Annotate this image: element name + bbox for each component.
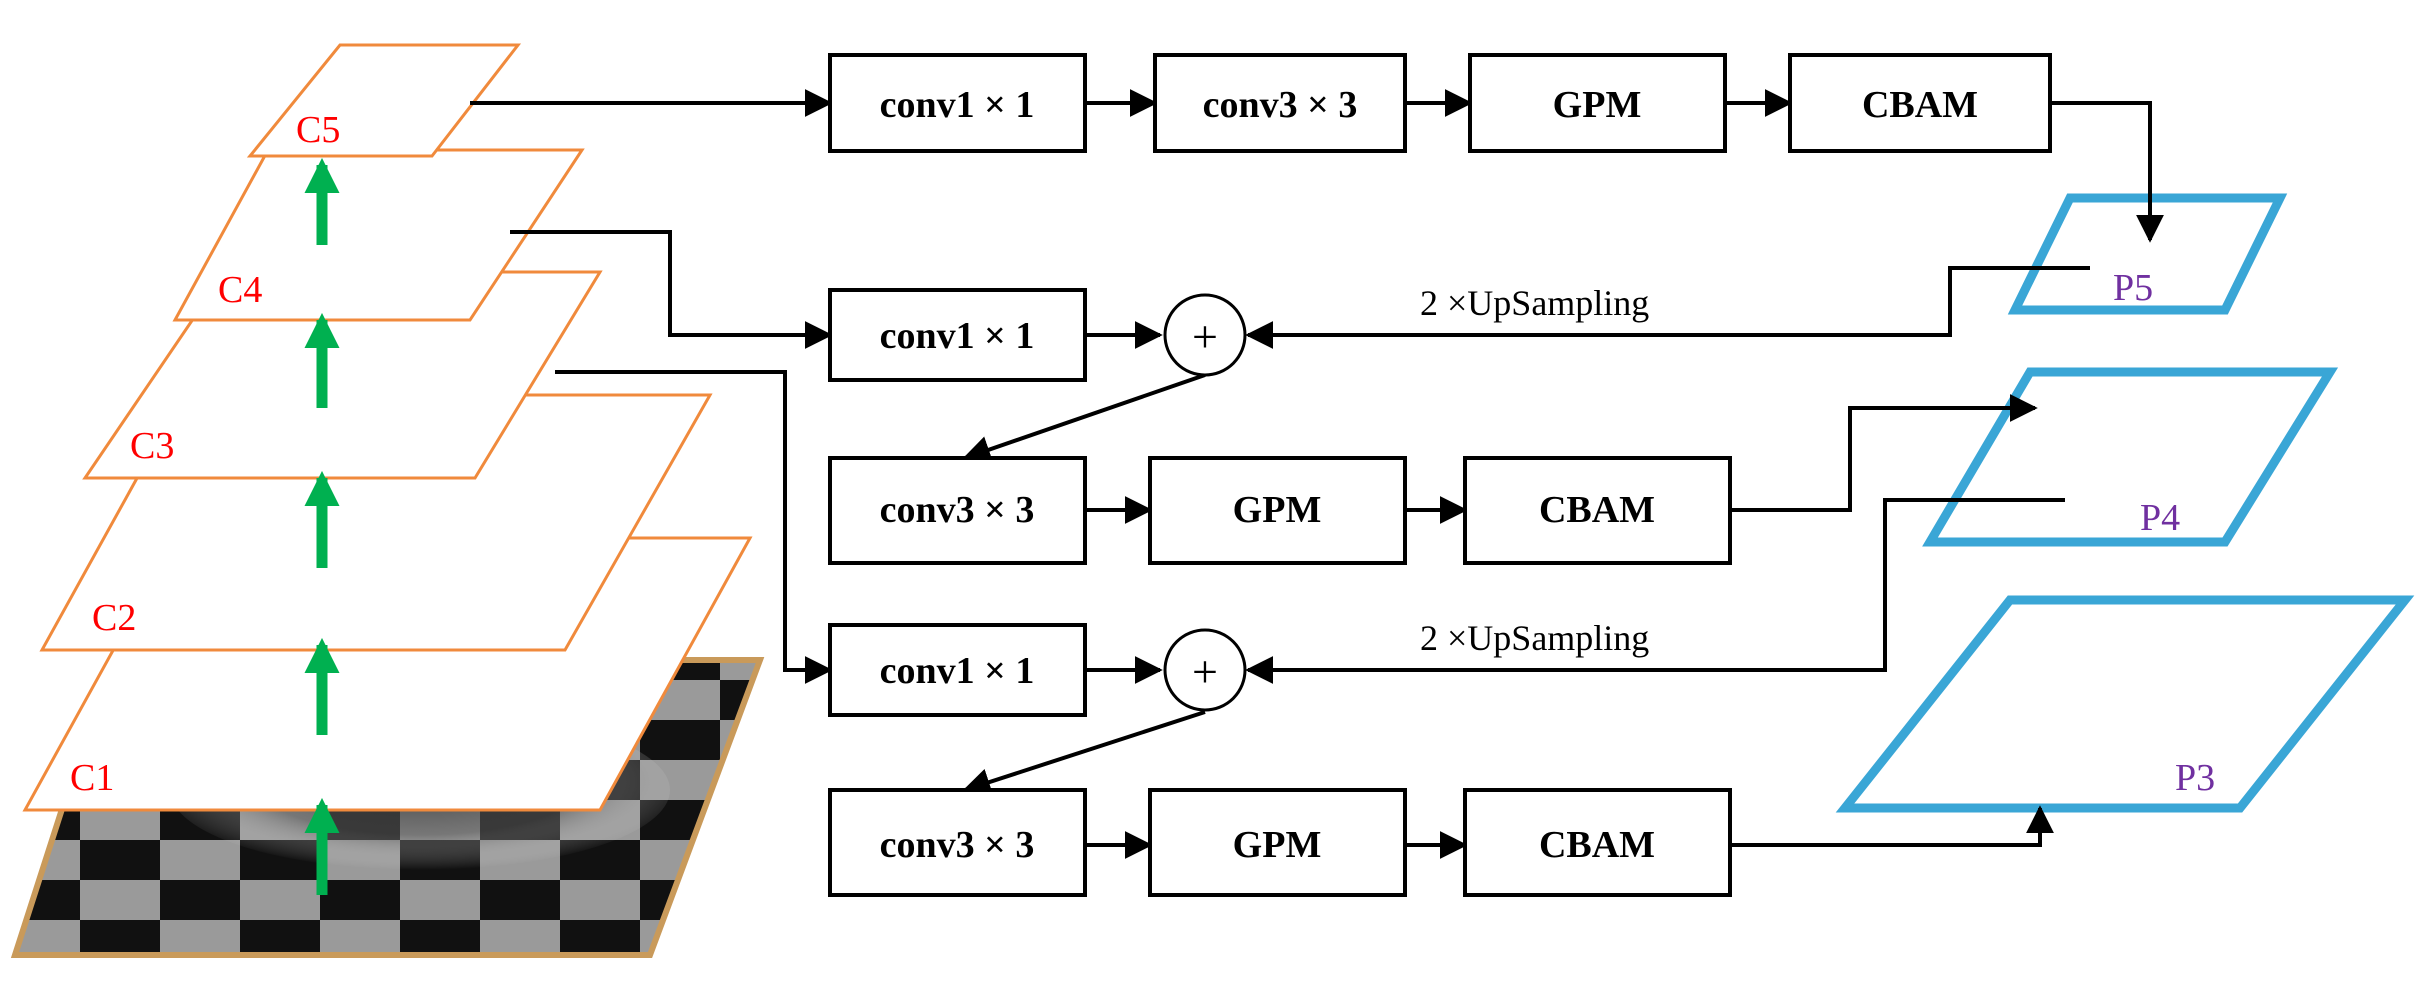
row1-cbam-box [1788,53,2052,153]
link-cbam5-p3 [1730,805,2054,847]
row4-conv1x1-box [828,623,1087,717]
link-add1-conv3 [962,373,1206,463]
backbone-planes: C1 C2 C3 C4 C5 [22,43,753,812]
upsampling-label-2: 2 ×UpSampling [1420,618,1649,658]
output-plane-p3 [1835,595,2415,813]
row5-blocks: conv3 × 3 GPM CBAM [828,788,1732,897]
link-c3-conv1 [555,370,833,684]
row1-conv3x3-label: conv3 × 3 [1203,84,1358,126]
row1-blocks: conv1 × 1 conv3 × 3 GPM CBAM [828,53,2052,153]
row1-gpm-box [1468,53,1727,153]
row2-conv1x1-box [828,288,1087,382]
output-pyramid: P5 P4 P3 [1835,193,2415,813]
row5-cbam-label: CBAM [1539,824,1655,866]
row3-conv3x3-box [828,456,1087,565]
row1-conv1x1-box [828,53,1087,153]
backbone-label-c3: C3 [130,425,174,467]
adder-2-symbol: + [1192,646,1218,697]
backbone-label-c2: C2 [92,597,136,639]
row2-conv1x1-label: conv1 × 1 [880,315,1035,357]
row3-blocks: conv3 × 3 GPM CBAM [828,456,1732,565]
row1-cbam-label: CBAM [1862,84,1978,126]
row4-blocks: conv1 × 1 + 2 ×UpSampling [828,618,1649,717]
backbone-plane-c5 [246,43,522,158]
row3-cbam-label: CBAM [1539,489,1655,531]
output-label-p5: P5 [2113,267,2153,309]
row5-conv3x3-box [828,788,1087,897]
output-plane-p4 [1922,367,2339,547]
link-p5-add1 [1245,266,2090,349]
backbone-plane-c4 [172,148,585,322]
row5-conv3x3-label: conv3 × 3 [880,824,1035,866]
backbone-label-c1: C1 [70,757,114,799]
adder-1 [1163,293,1247,377]
row3-gpm-label: GPM [1233,489,1322,531]
link-p4-add2 [1245,498,2065,684]
backbone-label-c4: C4 [218,269,262,311]
row4-conv1x1-label: conv1 × 1 [880,650,1035,692]
upsampling-label-1: 2 ×UpSampling [1420,283,1649,323]
adder-1-symbol: + [1192,311,1218,362]
backbone-label-c5: C5 [296,109,340,151]
row3-gpm-box [1148,456,1407,565]
adder-2 [1163,628,1247,712]
connectors [470,89,2164,859]
link-cbam3-p4 [1730,394,2038,512]
output-label-p4: P4 [2140,497,2180,539]
row1-conv1x1-label: conv1 × 1 [880,84,1035,126]
link-add2-conv3 [962,710,1206,796]
link-c4-conv1 [510,230,833,349]
link-cbam1-p5 [2050,101,2164,243]
row5-gpm-box [1148,788,1407,897]
row5-gpm-label: GPM [1233,824,1322,866]
row3-conv3x3-label: conv3 × 3 [880,489,1035,531]
output-label-p3: P3 [2175,757,2215,799]
row2-blocks: conv1 × 1 + 2 ×UpSampling [828,283,1649,382]
row5-cbam-box [1463,788,1732,897]
row3-cbam-box [1463,456,1732,565]
row1-conv3x3-box [1153,53,1407,153]
output-plane-p5 [2007,193,2288,315]
row1-gpm-label: GPM [1553,84,1642,126]
